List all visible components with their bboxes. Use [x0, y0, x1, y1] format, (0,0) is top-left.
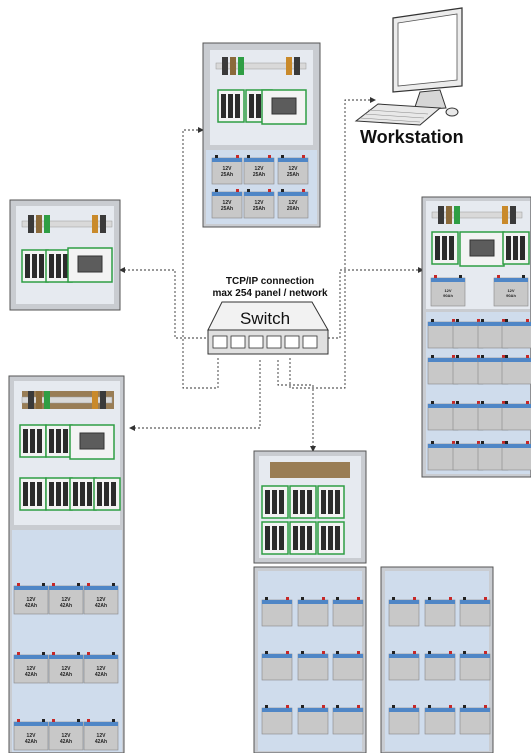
svg-text:20Ah: 20Ah	[287, 206, 299, 212]
svg-text:12V: 12V	[27, 597, 37, 603]
svg-text:12V: 12V	[255, 166, 265, 172]
svg-text:12V: 12V	[289, 200, 299, 206]
network-switch	[207, 301, 329, 355]
svg-text:42Ah: 42Ah	[95, 739, 107, 745]
link-bottom-center-panel	[277, 360, 314, 448]
battery-cabinet-right	[380, 566, 494, 753]
battery-cabinet-left	[253, 566, 367, 753]
tcp-line-1: TCP/IP connection	[225, 276, 315, 287]
svg-text:12V: 12V	[97, 666, 107, 672]
svg-text:12V: 12V	[97, 733, 107, 739]
svg-text:25Ah: 25Ah	[287, 172, 299, 178]
svg-text:25Ah: 25Ah	[253, 172, 265, 178]
svg-text:12V: 12V	[255, 200, 265, 206]
svg-text:42Ah: 42Ah	[95, 603, 107, 609]
switch-label: Switch	[240, 309, 290, 328]
svg-text:25Ah: 25Ah	[221, 206, 233, 212]
svg-text:12V: 12V	[27, 733, 37, 739]
svg-text:12V: 12V	[444, 288, 451, 293]
svg-text:12V: 12V	[289, 166, 299, 172]
svg-text:12V: 12V	[97, 597, 107, 603]
panel-bottom-center	[253, 450, 367, 564]
workstation-computer	[354, 7, 463, 126]
svg-text:42Ah: 42Ah	[95, 672, 107, 678]
svg-text:12V: 12V	[507, 288, 514, 293]
svg-text:25Ah: 25Ah	[221, 172, 233, 178]
svg-text:12V: 12V	[62, 597, 72, 603]
svg-text:25Ah: 25Ah	[253, 206, 265, 212]
connection-lines	[123, 99, 420, 448]
svg-text:12V: 12V	[223, 200, 233, 206]
svg-text:42Ah: 42Ah	[60, 739, 72, 745]
svg-text:12V: 12V	[223, 166, 233, 172]
svg-text:42Ah: 42Ah	[60, 672, 72, 678]
panel-left-top	[9, 199, 121, 311]
svg-text:42Ah: 42Ah	[25, 603, 37, 609]
svg-text:42Ah: 42Ah	[25, 672, 37, 678]
link-bottom-left-panel	[133, 360, 261, 429]
svg-text:12V: 12V	[62, 733, 72, 739]
link-workstation	[289, 99, 372, 389]
link-top-panel	[182, 129, 219, 389]
svg-text:42Ah: 42Ah	[60, 603, 72, 609]
tcp-line-2: max 254 panel / network	[212, 288, 328, 299]
workstation-label: Workstation	[360, 127, 464, 147]
svg-text:12V: 12V	[27, 666, 37, 672]
svg-text:42Ah: 42Ah	[25, 739, 37, 745]
svg-text:12V: 12V	[62, 666, 72, 672]
svg-text:90Ah: 90Ah	[443, 293, 453, 298]
svg-text:90Ah: 90Ah	[506, 293, 516, 298]
link-left-panel	[123, 269, 222, 339]
arrowheads	[119, 97, 424, 452]
tcp-connection-caption: TCP/IP connection max 254 panel / networ…	[195, 276, 345, 300]
